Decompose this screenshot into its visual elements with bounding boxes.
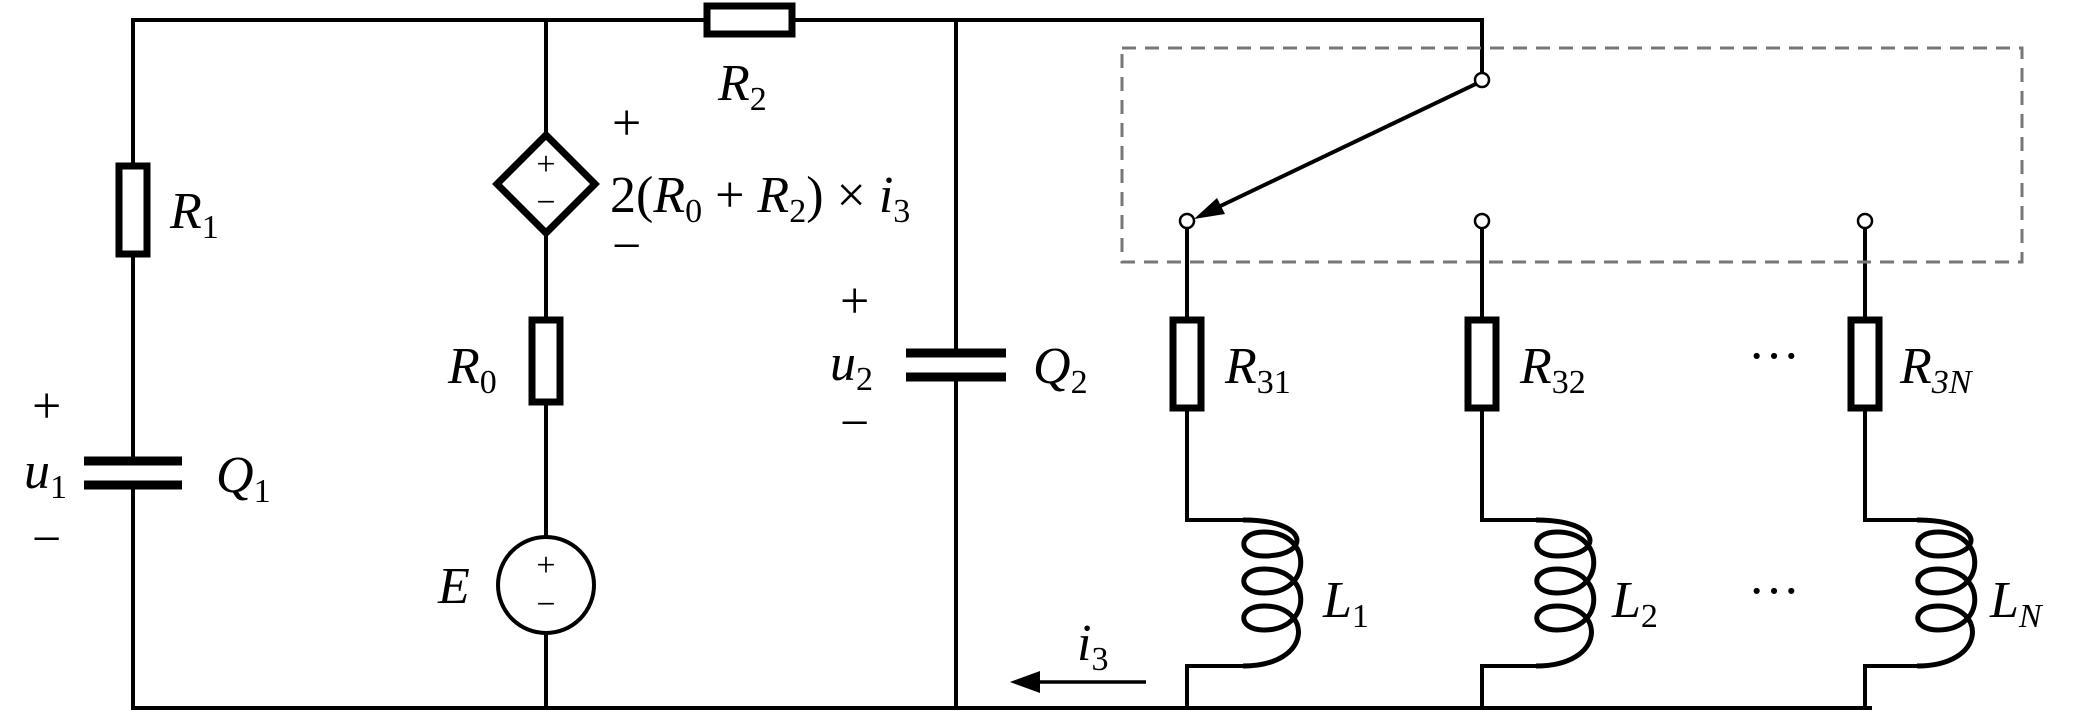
resistor-r0 bbox=[528, 316, 564, 406]
dep-source-plus: + bbox=[612, 95, 641, 152]
label-r1: R1 bbox=[169, 183, 219, 246]
label-r3n: R3N bbox=[1899, 338, 1974, 401]
label-q1: Q1 bbox=[216, 447, 271, 510]
label-i3: i3 bbox=[1077, 615, 1108, 678]
switch-arrowhead bbox=[1194, 198, 1225, 219]
label-l2: L2 bbox=[1611, 572, 1658, 635]
u2-plus: + bbox=[840, 273, 869, 330]
label-r32: R32 bbox=[1519, 338, 1586, 401]
switch-selector-box bbox=[1120, 46, 2024, 264]
ellipsis-inductors: ··· bbox=[1748, 563, 1800, 620]
label-e: E bbox=[437, 558, 470, 615]
capacitor-q2 bbox=[906, 348, 1006, 382]
wires bbox=[131, 18, 1919, 710]
switch-arm bbox=[1209, 79, 1483, 213]
load1-wire-mid bbox=[1185, 409, 1245, 522]
current-arrowhead-i3 bbox=[1010, 671, 1040, 693]
inductor-ln bbox=[1915, 517, 1978, 669]
loadN-wire-mid bbox=[1863, 409, 1919, 522]
load2-wire-mid bbox=[1480, 409, 1538, 522]
resistor-r31 bbox=[1169, 316, 1205, 412]
label-q2: Q2 bbox=[1033, 338, 1088, 401]
resistor-r32 bbox=[1464, 316, 1500, 412]
switch-contact-2 bbox=[1473, 212, 1491, 230]
switch-pivot-node bbox=[1473, 71, 1491, 89]
load1-wire-bot bbox=[1185, 664, 1245, 710]
loadN-wire-bot bbox=[1863, 664, 1919, 710]
inductor-l1 bbox=[1241, 517, 1304, 669]
capacitor-q1 bbox=[84, 456, 182, 490]
switch-contact-n bbox=[1856, 212, 1874, 230]
dep-source-minus-inner: − bbox=[536, 184, 555, 221]
resistor-r3n bbox=[1847, 316, 1883, 412]
inductor-l2 bbox=[1534, 517, 1597, 669]
label-u1: u1 bbox=[24, 443, 67, 506]
label-u2: u2 bbox=[830, 335, 873, 398]
ellipsis-resistors: ··· bbox=[1748, 328, 1800, 385]
label-ln: LN bbox=[1989, 572, 2044, 635]
u1-minus: − bbox=[32, 511, 61, 568]
voltage-source-e: + − bbox=[496, 535, 596, 635]
label-l1: L1 bbox=[1322, 572, 1369, 635]
label-r31: R31 bbox=[1224, 338, 1291, 401]
dependent-voltage-source: + − bbox=[492, 130, 600, 238]
source-e-minus-inner: − bbox=[536, 586, 555, 623]
source-e-plus-inner: + bbox=[536, 547, 555, 584]
labels: R2 R1 R0 Q1 + u1 − + 2(R0 + R2) × i3 − E… bbox=[24, 55, 2044, 678]
label-dependent-source: 2(R0 + R2) × i3 bbox=[610, 167, 910, 230]
u2-minus: − bbox=[840, 395, 869, 452]
dep-source-plus-inner: + bbox=[536, 146, 555, 183]
load2-wire-bot bbox=[1480, 664, 1538, 710]
u1-plus: + bbox=[32, 378, 61, 435]
switch-contact-1 bbox=[1178, 212, 1196, 230]
resistor-r2 bbox=[703, 2, 796, 38]
dep-source-minus: − bbox=[612, 218, 641, 275]
label-r0: R0 bbox=[447, 338, 497, 401]
resistor-r1 bbox=[115, 162, 151, 258]
label-r2: R2 bbox=[717, 55, 767, 118]
